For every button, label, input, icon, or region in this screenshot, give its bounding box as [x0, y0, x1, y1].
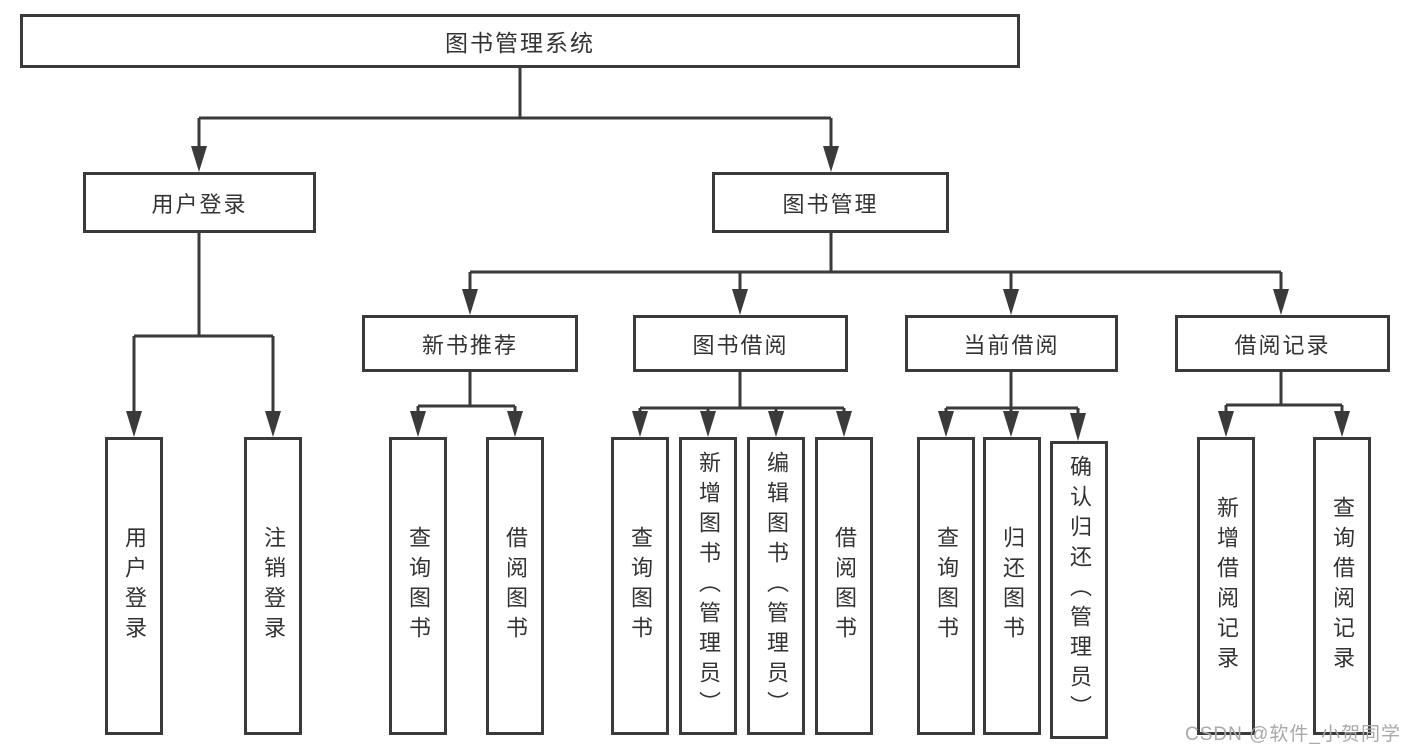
leaf-label: 查询图书 — [406, 526, 431, 646]
leaf-user-login: 用户登录 — [105, 437, 163, 735]
node-label: 借阅记录 — [1234, 332, 1331, 358]
leaf-label: 新增借阅记录 — [1214, 496, 1239, 676]
connector-root-to-level2 — [191, 68, 839, 172]
leaf-query-books-borrowing: 查询图书 — [611, 437, 669, 735]
leaf-label: 查询图书 — [628, 526, 653, 646]
leaf-label: 确认归还（管理员） — [1067, 455, 1092, 725]
connector-book-management-to-level3 — [462, 233, 1289, 315]
leaf-borrow-books-recommendation: 借阅图书 — [486, 437, 544, 735]
node-new-book-recommendation: 新书推荐 — [362, 315, 578, 372]
leaf-query-books-current: 查询图书 — [917, 437, 975, 735]
connector-current-borrowing-to-leaves — [938, 372, 1086, 441]
connector-new-book-recommendation-to-leaves — [410, 372, 523, 437]
node-label: 新书推荐 — [421, 332, 518, 358]
node-current-borrowing: 当前借阅 — [905, 315, 1118, 372]
node-label: 图书借阅 — [692, 332, 789, 358]
leaf-borrow-books: 借阅图书 — [815, 437, 873, 735]
leaf-label: 编辑图书（管理员） — [764, 451, 789, 721]
leaf-label: 用户登录 — [122, 526, 147, 646]
connector-borrowing-records-to-leaves — [1218, 372, 1350, 437]
leaf-label: 查询借阅记录 — [1330, 496, 1355, 676]
leaf-label: 借阅图书 — [503, 526, 528, 646]
watermark-text: CSDN @软件_小贺同学 — [1185, 724, 1401, 745]
leaf-add-borrow-record: 新增借阅记录 — [1197, 437, 1255, 735]
node-book-management: 图书管理 — [712, 172, 949, 233]
leaf-label: 新增图书（管理员） — [696, 451, 721, 721]
connector-user-login-to-leaves — [126, 233, 281, 437]
node-library-management-system: 图书管理系统 — [20, 14, 1020, 68]
leaf-confirm-return-admin: 确认归还（管理员） — [1050, 441, 1108, 739]
leaf-label: 归还图书 — [1000, 526, 1025, 646]
leaf-query-borrow-record: 查询借阅记录 — [1313, 437, 1371, 735]
node-user-login: 用户登录 — [83, 172, 316, 233]
node-borrowing-records: 借阅记录 — [1175, 315, 1390, 372]
leaf-label: 查询图书 — [934, 526, 959, 646]
leaf-add-book-admin: 新增图书（管理员） — [679, 437, 737, 735]
node-label: 图书管理 — [782, 191, 879, 217]
node-label: 当前借阅 — [963, 332, 1060, 358]
leaf-label: 注销登录 — [261, 526, 286, 646]
leaf-return-books: 归还图书 — [983, 437, 1041, 735]
node-book-borrowing: 图书借阅 — [633, 315, 848, 372]
node-label: 图书管理系统 — [445, 30, 595, 56]
node-label: 用户登录 — [151, 191, 248, 217]
leaf-logout: 注销登录 — [244, 437, 302, 735]
connector-book-borrowing-to-leaves — [632, 372, 852, 437]
leaf-label: 借阅图书 — [832, 526, 857, 646]
leaf-edit-book-admin: 编辑图书（管理员） — [747, 437, 805, 735]
leaf-query-books-recommendation: 查询图书 — [389, 437, 447, 735]
